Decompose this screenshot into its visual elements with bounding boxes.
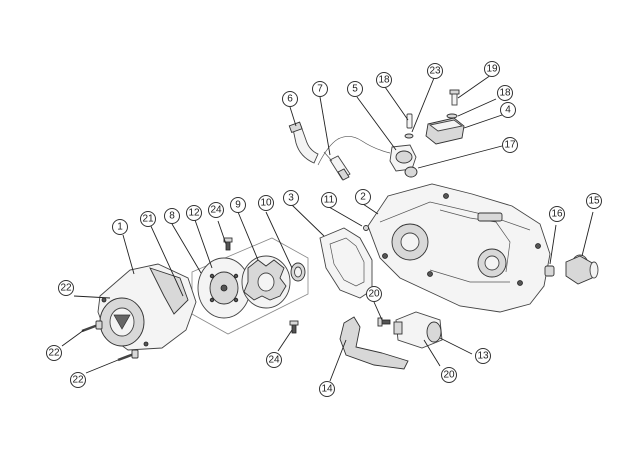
callout-2-label: 2 [360,192,366,203]
callout-1: 1 [112,219,128,235]
part-3-gasket [319,227,373,299]
part-23-pin [406,113,413,129]
callout-13-label: 13 [477,351,489,362]
part-20-screw-a [377,317,391,327]
callout-18a-label: 18 [378,75,390,86]
callout-18a: 18 [376,72,392,88]
callout-15: 15 [586,193,602,209]
part-10-o-ring [290,262,306,282]
part-15-pulley [565,254,599,285]
part-12-flywheel [197,257,251,319]
callout-20a: 20 [366,286,382,302]
part-22-screw-a [81,320,103,333]
callout-5: 5 [347,81,363,97]
callout-18b-label: 18 [499,88,511,99]
part-13-starter-motor [393,311,443,349]
part-2-crankcase [367,183,551,313]
callout-11: 11 [321,192,337,208]
callout-16-label: 16 [551,209,563,220]
callout-24a: 24 [208,202,224,218]
callout-15-label: 15 [588,196,600,207]
callout-20b-label: 20 [443,370,455,381]
part-14-bracket [339,316,409,370]
callout-12-label: 12 [188,208,200,219]
callout-14-label: 14 [321,384,333,395]
callout-13: 13 [475,348,491,364]
callout-2: 2 [355,189,371,205]
callout-22b: 22 [46,345,62,361]
callout-10: 10 [258,195,274,211]
callout-12: 12 [186,205,202,221]
callout-21: 21 [140,211,156,227]
callout-23: 23 [427,63,443,79]
callout-11-label: 11 [324,195,335,206]
callout-14: 14 [319,381,335,397]
callout-17-label: 17 [504,140,516,151]
callout-21-label: 21 [142,214,154,225]
callout-8-label: 8 [169,211,175,222]
callout-5-label: 5 [352,84,358,95]
part-24-screw-b [289,320,299,334]
callout-18b: 18 [497,85,513,101]
callout-6-label: 6 [287,94,293,105]
callout-22a-label: 22 [60,283,72,294]
part-9-stator [241,255,291,309]
part-24-screw-a [223,237,233,251]
callout-19-label: 19 [486,64,498,75]
part-17-bushing [404,166,418,178]
callout-8: 8 [164,208,180,224]
callout-24b: 24 [266,352,282,368]
callout-4: 4 [500,102,516,118]
callout-4-label: 4 [505,105,511,116]
part-18-washer-a [404,133,414,139]
callout-24b-label: 24 [268,355,280,366]
callout-1-label: 1 [117,222,123,233]
part-4-regulator [425,117,465,145]
part-1-side-cover [97,263,197,351]
callout-3-label: 3 [288,193,294,204]
callout-23-label: 23 [429,66,441,77]
callout-9: 9 [230,197,246,213]
callout-3: 3 [283,190,299,206]
callout-22c-label: 22 [72,375,84,386]
callout-20b: 20 [441,367,457,383]
callout-17: 17 [502,137,518,153]
part-6-hose-elbow [288,121,319,164]
callout-20a-label: 20 [368,289,380,300]
part-5-ignition-coil [317,136,417,172]
part-18-washer-b [446,113,458,119]
callout-7: 7 [312,81,328,97]
callout-19: 19 [484,61,500,77]
part-16-nut [544,265,555,277]
callout-7-label: 7 [317,84,323,95]
callout-16: 16 [549,206,565,222]
part-7-spark-plug [323,151,351,181]
callout-22a: 22 [58,280,74,296]
callout-9-label: 9 [235,200,241,211]
callout-10-label: 10 [260,198,272,209]
part-22-screw-b [117,349,139,362]
callout-6: 6 [282,91,298,107]
callout-22c: 22 [70,372,86,388]
part-19-screw [449,89,460,106]
callout-24a-label: 24 [210,205,222,216]
part-11-dowel [363,225,369,231]
callout-22b-label: 22 [48,348,60,359]
leader-lines [61,74,594,382]
